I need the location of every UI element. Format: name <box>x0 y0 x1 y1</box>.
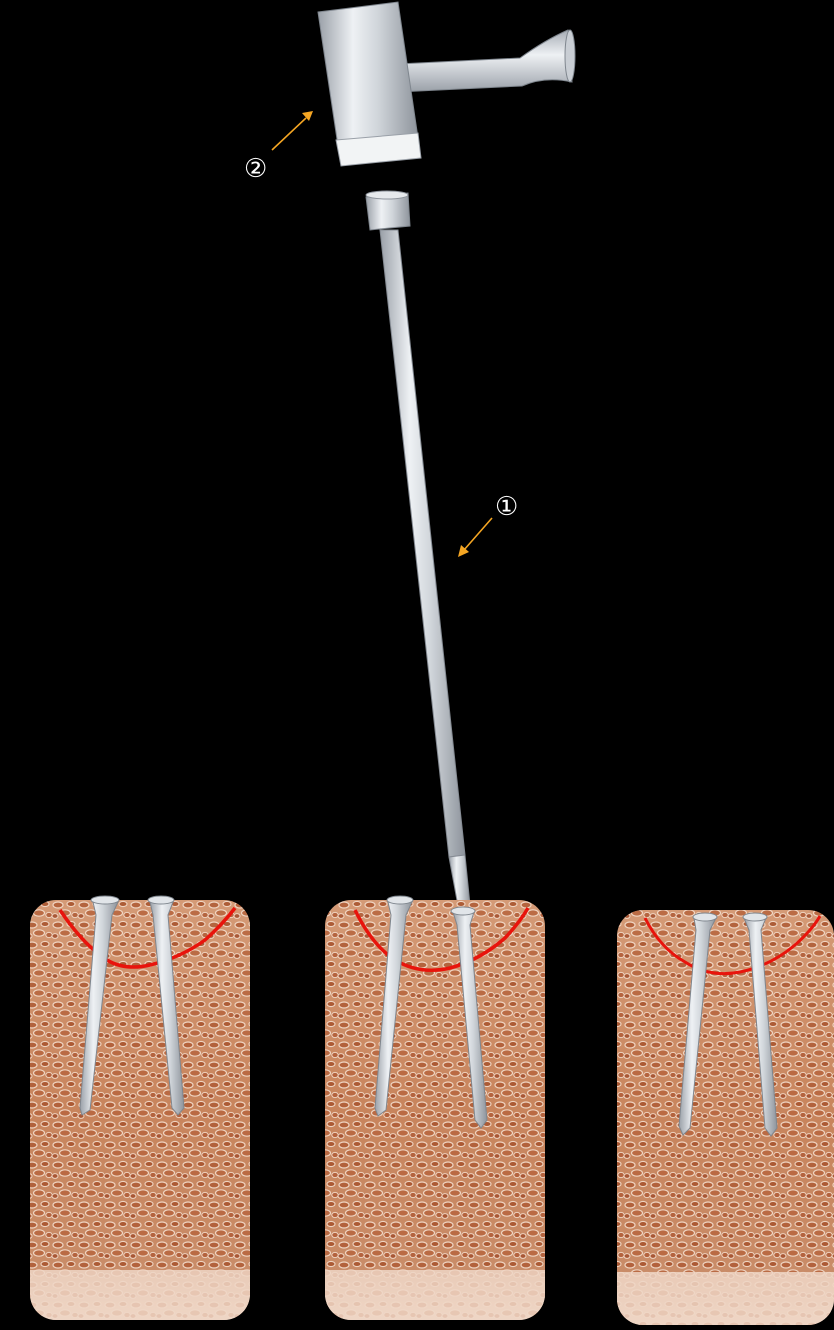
rod-shaft <box>380 230 465 857</box>
callout-1: ① <box>458 492 518 557</box>
hammer-body <box>318 2 418 146</box>
callout-2: ② <box>244 111 313 184</box>
hammer-handle <box>398 30 572 92</box>
callout-2-label: ② <box>244 154 267 184</box>
rod-tip <box>449 855 470 906</box>
callout-1-label: ① <box>495 492 518 522</box>
panel-right <box>617 910 834 1325</box>
hammer-head <box>318 2 575 166</box>
callout-2-arrow <box>272 118 306 150</box>
impactor-rod <box>366 191 470 906</box>
rod-cap-top <box>366 191 408 199</box>
hammer-handle-end <box>565 30 575 82</box>
callout-1-arrow <box>464 518 492 550</box>
panel-left <box>30 896 250 1320</box>
panel-middle <box>325 896 545 1320</box>
